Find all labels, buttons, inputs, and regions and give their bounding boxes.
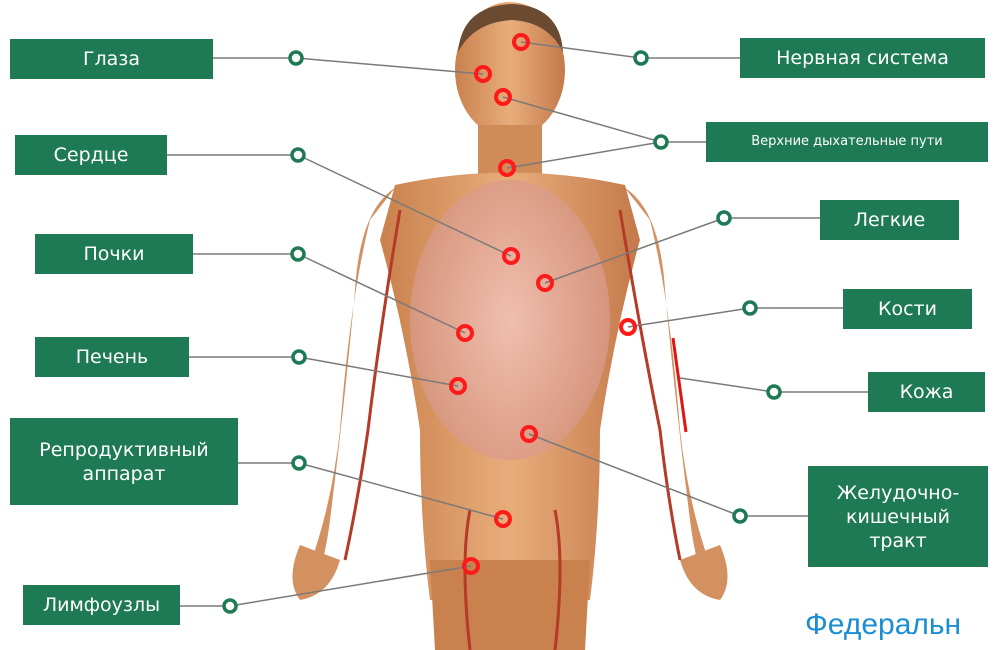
endpoint-ring <box>224 600 236 612</box>
endpoint-ring <box>292 149 304 161</box>
endpoint-ring <box>292 248 304 260</box>
legs <box>430 560 590 650</box>
label-nervous-system: Нервная система <box>740 38 985 78</box>
right-hand <box>680 545 728 600</box>
label-skin: Кожа <box>868 372 985 412</box>
endpoint-ring <box>718 212 730 224</box>
label-kidneys: Почки <box>35 234 193 274</box>
left-arm <box>300 188 395 590</box>
label-upper-airways: Верхние дыхательные пути <box>706 122 988 162</box>
endpoint-ring <box>290 52 302 64</box>
endpoint-ring <box>744 302 756 314</box>
label-heart: Сердце <box>15 135 167 175</box>
label-lymph-nodes: Лимфоузлы <box>23 585 180 625</box>
connector-skin <box>680 378 774 392</box>
label-liver: Печень <box>35 337 189 377</box>
label-bones: Кости <box>843 289 972 329</box>
endpoint-ring <box>635 52 647 64</box>
endpoint-ring <box>293 457 305 469</box>
endpoint-ring <box>768 386 780 398</box>
connector-bones <box>628 308 750 327</box>
blood-vessel <box>345 210 400 560</box>
endpoint-ring <box>293 351 305 363</box>
label-eyes: Глаза <box>10 39 213 79</box>
endpoint-ring <box>655 136 667 148</box>
label-gi-tract: Желудочно-кишечный тракт <box>808 466 988 567</box>
connector-eyes <box>296 58 483 74</box>
label-lungs: Легкие <box>820 200 959 240</box>
footer-text: Федеральн <box>805 608 961 642</box>
label-reproductive: Репродуктивный аппарат <box>10 418 238 505</box>
endpoint-ring <box>734 510 746 522</box>
blood-vessel <box>620 210 680 560</box>
